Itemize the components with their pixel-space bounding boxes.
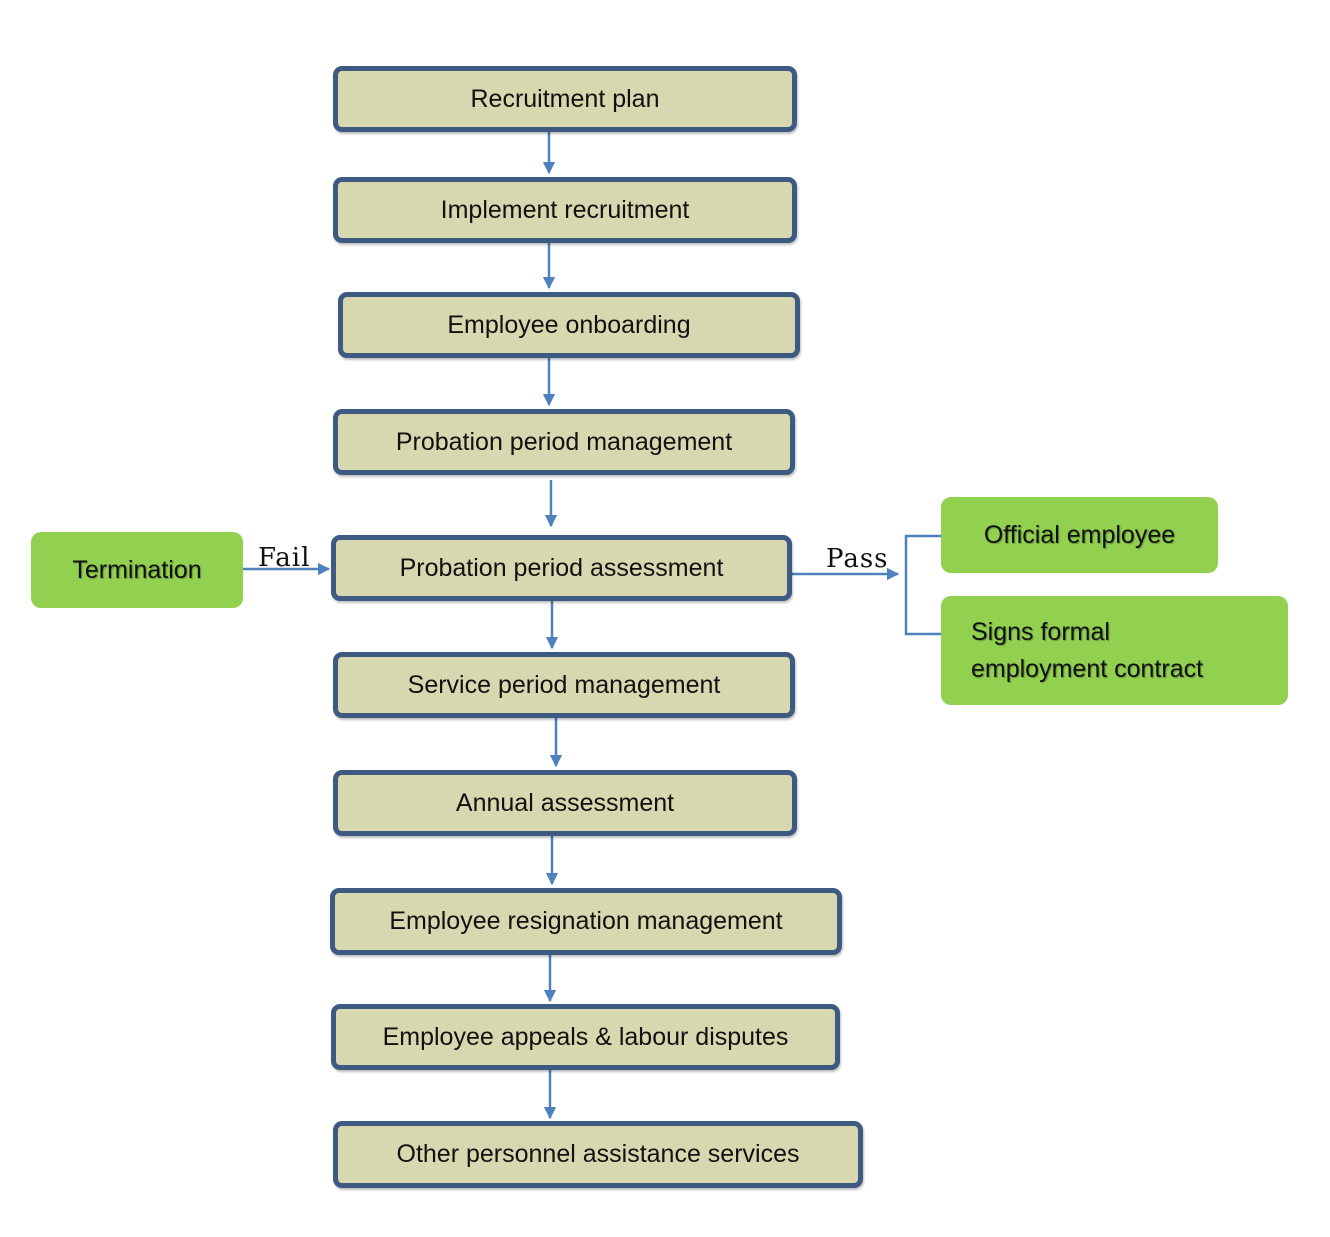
step-label: Implement recruitment — [440, 195, 690, 224]
step-label: Probation period assessment — [399, 553, 724, 582]
step-employee-onboarding: Employee onboarding — [338, 292, 800, 358]
outcome-label: Signs formal employment contract — [971, 618, 1204, 683]
edge-label-pass: Pass — [826, 544, 889, 574]
step-label: Employee appeals & labour disputes — [382, 1022, 789, 1051]
step-service-period-management: Service period management — [333, 652, 795, 718]
outcome-signs-formal-contract: Signs formal employment contract — [941, 596, 1288, 705]
step-recruitment-plan: Recruitment plan — [333, 66, 797, 132]
step-label: Recruitment plan — [470, 84, 660, 113]
outcome-label: Official employee — [983, 520, 1176, 549]
step-label: Probation period management — [395, 427, 733, 456]
step-label: Annual assessment — [455, 788, 675, 817]
step-label: Employee onboarding — [447, 310, 691, 339]
step-other-personnel-assistance-services: Other personnel assistance services — [333, 1121, 863, 1188]
outcome-official-employee: Official employee — [941, 497, 1218, 573]
pass-bracket — [904, 534, 941, 636]
step-implement-recruitment: Implement recruitment — [333, 177, 797, 243]
step-label: Other personnel assistance services — [396, 1140, 800, 1168]
step-probation-period-management: Probation period management — [333, 409, 795, 475]
outcome-termination: Termination — [31, 532, 243, 608]
step-label: Service period management — [407, 670, 721, 699]
step-employee-resignation-management: Employee resignation management — [330, 888, 842, 955]
outcome-label: Termination — [72, 555, 202, 584]
step-employee-appeals-labour-disputes: Employee appeals & labour disputes — [331, 1004, 840, 1070]
step-probation-period-assessment: Probation period assessment — [331, 535, 792, 601]
step-annual-assessment: Annual assessment — [333, 770, 797, 836]
step-label: Employee resignation management — [389, 907, 783, 935]
edge-label-fail: Fail — [258, 543, 311, 573]
